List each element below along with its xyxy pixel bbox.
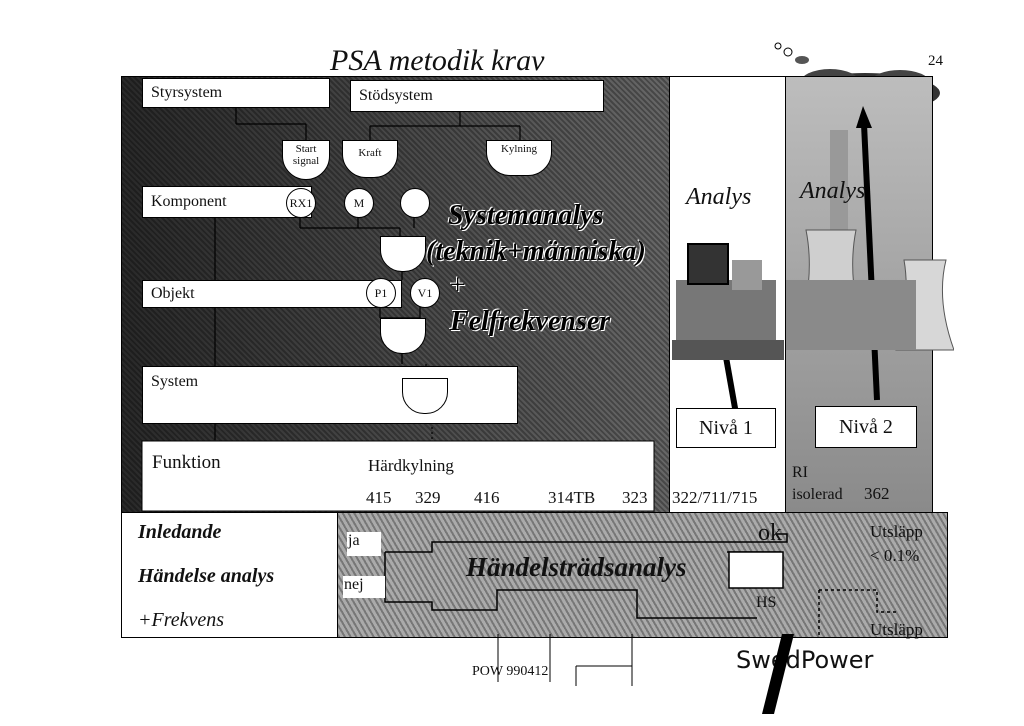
m-circle: M [344,188,374,218]
kylning-gate: Kylning [486,140,552,176]
page-number: 24 [928,53,943,69]
plus-label: + [448,270,467,301]
blank-circle [400,188,430,218]
and-gate-system [402,378,448,414]
teknik-manniska-label: (teknik+människa) [426,236,646,267]
isolerad-label: isolerad [792,486,843,503]
system-box: System [142,366,518,424]
hs-label: HS [756,594,777,611]
num-362: 362 [864,484,890,503]
frekvens-label: +Frekvens [138,609,225,631]
nuclear-plant-illustration [672,243,784,360]
swedpower-logo: SwedPower [736,646,874,674]
and-gate-object [380,318,426,354]
analys-level2: Analys [800,178,866,204]
ja-label: ja [348,532,360,549]
objekt-box: Objekt [142,280,402,308]
systemanalys-label: Systemanalys [448,200,604,231]
footer-code: POW 990412 [472,664,549,679]
rx1-circle: RX1 [286,188,316,218]
hardkylning-label: Härdkylning [368,456,454,475]
num-416: 416 [474,488,500,507]
p1-circle: P1 [366,278,396,308]
event-label-box: Inledande Händelse analys +Frekvens [121,512,339,638]
event-tree-panel [337,512,948,638]
footer-ticks [497,634,633,686]
ok-label: ok [758,520,782,546]
stodsystem-box: Stödsystem [350,80,604,112]
num-329: 329 [415,488,441,507]
niva2-box: Nivå 2 [815,406,917,448]
start-signal-gate: Start signal [282,140,330,180]
event-tree-lines [343,532,897,636]
num-314tb: 314TB [548,488,596,507]
styrsystem-box: Styrsystem [142,78,330,108]
funktion-label: Funktion [152,452,221,473]
niva1-box: Nivå 1 [676,408,776,448]
ri-label: RI [792,464,808,481]
inledande-label: Inledande [138,521,222,543]
num-323: 323 [622,488,648,507]
v1-circle: V1 [410,278,440,308]
handelsetradsanalys-label: Händelsträdsanalys [466,552,687,582]
num-322-711-715: 322/711/715 [672,488,758,507]
threshold-label: < 0.1% [870,546,920,565]
page-title: PSA metodik krav [330,44,545,77]
kraft-gate: Kraft [342,140,398,178]
felfrekvenser-label: Felfrekvenser [450,306,611,337]
num-415: 415 [366,488,392,507]
nej-label: nej [344,576,364,593]
level1-panel-lower [669,456,786,512]
logo-slash-icon [762,634,794,714]
and-gate-component [380,236,426,272]
utslapp-bottom-label: Utsläpp [870,620,923,639]
cooling-tower-illustration [786,130,954,351]
utslapp-top-label: Utsläpp [870,522,923,541]
komponent-box: Komponent [142,186,312,218]
analys-level1: Analys [686,184,752,210]
handelse-analys-label: Händelse analys [138,565,275,587]
